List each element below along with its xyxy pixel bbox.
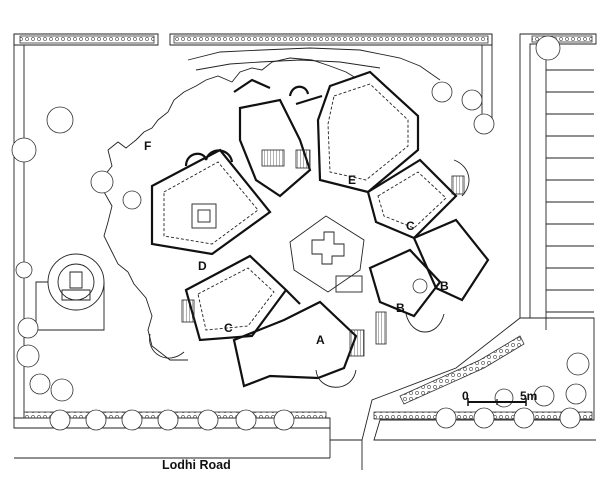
- zone-label-b-left: B: [396, 301, 405, 315]
- central-corridor: [233, 78, 323, 198]
- parking-bays: [545, 60, 594, 330]
- zone-e-block: [288, 70, 420, 194]
- zone-label-c-right: C: [406, 219, 415, 233]
- trees: [11, 35, 590, 431]
- zone-f-block: [150, 148, 272, 256]
- boundary-hedges: [19, 35, 593, 420]
- zone-label-a: A: [316, 333, 325, 347]
- circular-garden: [35, 253, 105, 331]
- scale-bar-end-label: 5m: [520, 389, 537, 403]
- scale-bar-start-label: 0: [462, 389, 469, 403]
- zone-b-blocks: [368, 218, 490, 345]
- zone-label-b-right: B: [440, 279, 449, 293]
- zone-c-left-block: [149, 254, 301, 359]
- zone-label-f: F: [144, 139, 151, 153]
- central-courtyard: [289, 215, 365, 293]
- zone-label-c-left: C: [224, 321, 233, 335]
- zone-c-right-block: [366, 158, 470, 240]
- zone-label-e: E: [348, 173, 356, 187]
- road-name-label: Lodhi Road: [162, 458, 231, 472]
- zone-a-block: [232, 300, 365, 388]
- zone-label-d: D: [198, 259, 207, 273]
- building-outline: [103, 47, 441, 361]
- scale-bar: [467, 398, 527, 406]
